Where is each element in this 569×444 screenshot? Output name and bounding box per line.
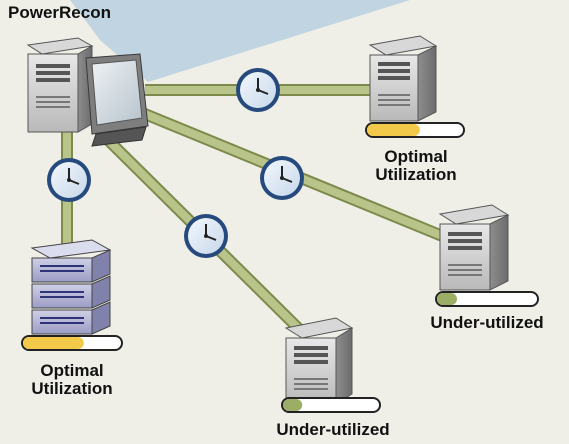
scan-beam [70, 0, 410, 82]
rack-unit [31, 301, 111, 335]
rack-unit [31, 275, 111, 309]
top-right-status-label: Optimal Utilization [375, 147, 457, 184]
utilization-bar-right [435, 291, 539, 307]
tower-server-icon [368, 35, 438, 122]
source-label: PowerRecon [8, 3, 111, 22]
utilization-bar-bottom-left [21, 335, 123, 351]
rack-server-icon [30, 239, 112, 335]
bottom-center-status-label: Under-utilized [276, 420, 390, 439]
rack-unit [30, 239, 112, 283]
clock-icon [184, 214, 228, 258]
bottom-left-status-label: Optimal Utilization [31, 361, 113, 398]
utilization-bar-top-right [365, 122, 465, 138]
clock-icon [260, 156, 304, 200]
tower-server-icon [438, 204, 510, 291]
clock-icon [47, 158, 91, 202]
tower-server-icon [284, 317, 354, 405]
right-status-label: Under-utilized [430, 313, 544, 332]
monitor-server-icon [26, 37, 149, 147]
utilization-bar-bottom-center [281, 397, 381, 413]
clock-icon [236, 68, 280, 112]
